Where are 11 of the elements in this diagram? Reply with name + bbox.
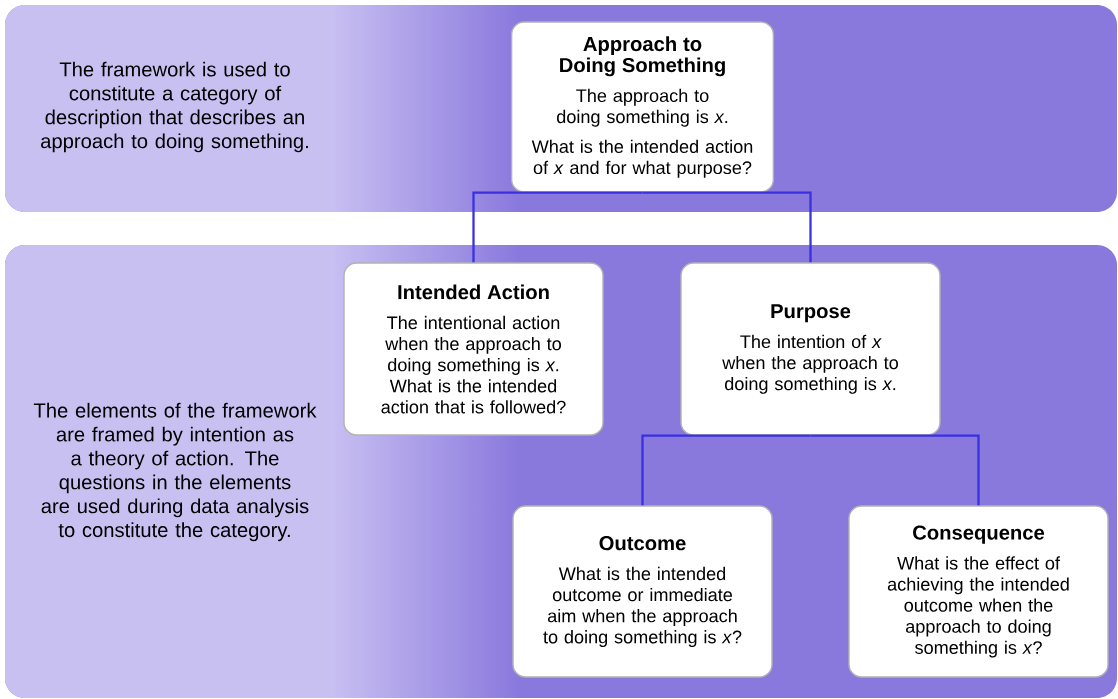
text-box: Outcome What is the intended outcome or immediate aim when the approach to doing something is x? [512, 505, 773, 678]
text-box: Purpose The intention of x when the approach to doing something is x. [680, 262, 941, 436]
band-text: The elements of the framework are framed by intention as a theory of action. The questions in the elements are used during data analysis to constitute the category. [33, 402, 317, 542]
connector-line [810, 434, 980, 506]
text-box: Consequence What is the effect of achieving the intended outcome when the approach to doing something is x? [848, 505, 1109, 678]
connector-line [642, 191, 812, 263]
text-box: Approach to Doing Something The approach to doing something is x. What is the intended action of x and for what purpose? [510, 21, 775, 193]
text-box: Intended Action The intentional action when the approach to doing something is x. What is the intended action that is followed? [343, 262, 604, 436]
band-text: The framework is used to constitute a category of description that describes an approach to doing something. [41, 61, 308, 153]
connector-line [641, 434, 811, 506]
connector-line [472, 191, 643, 263]
